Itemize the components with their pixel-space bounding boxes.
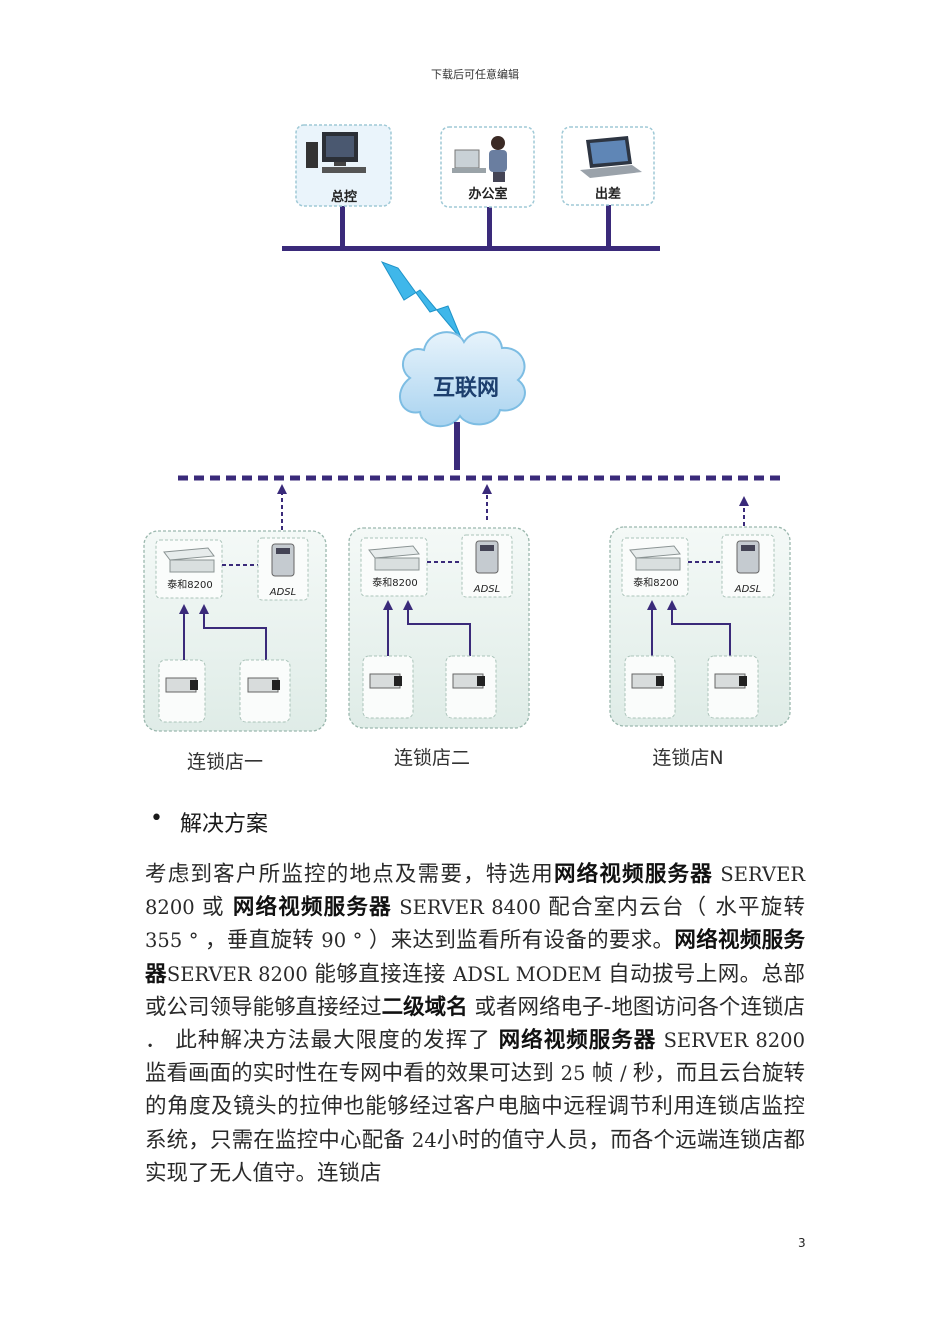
page-number: 3 <box>798 1236 806 1250</box>
store-name: 连锁店二 <box>394 747 470 769</box>
paragraph-run: 考虑到客户所监控的地点及需要，特选用 <box>145 862 554 887</box>
internet-cloud: 互联网 <box>400 332 525 426</box>
paragraph-run: ）来达到监看所有设备的要求。 <box>369 928 674 953</box>
emphasis-text: 网络视频服务器 <box>499 1028 657 1053</box>
camera-icon <box>166 678 198 692</box>
network-diagram: 总控 办公室 出差 互联网 <box>0 0 950 800</box>
node-business-trip: 出差 <box>562 127 654 205</box>
paragraph-run: SERVER 8200 <box>167 963 314 986</box>
node-label-trip: 出差 <box>595 186 621 202</box>
server-label: 泰和8200 <box>167 578 212 591</box>
paragraph-run: 帧 <box>592 1061 620 1086</box>
paragraph-run: 或 <box>202 895 233 920</box>
paragraph-run: 355 ° <box>145 929 205 952</box>
camera-icon <box>453 674 485 688</box>
server-label: 泰和8200 <box>372 576 417 589</box>
node-label-control: 总控 <box>331 189 357 205</box>
server-label: 泰和8200 <box>633 576 678 589</box>
node-label-office: 办公室 <box>468 186 507 202</box>
emphasis-text: 网络视频服务器 <box>233 895 392 920</box>
paragraph-run: SERVER 8400 <box>392 896 548 919</box>
emphasis-text: 网络视频服务器 <box>554 862 713 887</box>
camera-icon <box>370 674 402 688</box>
body-paragraph: 考虑到客户所监控的地点及需要，特选用网络视频服务器 SERVER 8200 或 … <box>145 858 805 1190</box>
paragraph-run: 25 <box>561 1062 592 1085</box>
section-heading: 解决方案 <box>180 806 268 838</box>
adsl-modem-icon <box>272 544 294 576</box>
uplink-arrows <box>277 484 749 530</box>
node-control-center: 总控 <box>296 125 391 206</box>
cloud-label: 互联网 <box>433 376 499 401</box>
store-name: 连锁店N <box>652 747 723 769</box>
node-office: 办公室 <box>441 127 534 207</box>
paragraph-run: 90 ° <box>321 929 369 952</box>
adsl-modem-icon <box>476 541 498 573</box>
paragraph-run: 监看画面的实时性在专网中看的效果可达到 <box>145 1061 561 1086</box>
paragraph-run: ADSL MODEM <box>453 963 608 986</box>
paragraph-run: 配合室内云台（ 水平旋转 <box>548 895 805 920</box>
modem-label: ADSL <box>473 584 500 595</box>
store-name: 连锁店一 <box>187 751 263 773</box>
camera-icon <box>248 678 280 692</box>
store-1: 泰和8200 ADSL 连锁店一 <box>144 531 326 773</box>
adsl-modem-icon <box>737 541 759 573</box>
video-server-icon <box>164 548 214 572</box>
paragraph-run: / <box>620 1062 633 1085</box>
video-server-icon <box>630 546 680 570</box>
bullet-icon: • <box>150 806 163 831</box>
store-2: 泰和8200 ADSL 连锁店二 <box>349 528 529 769</box>
emphasis-text: 二级域名 <box>382 995 468 1020</box>
store-n: 泰和8200 ADSL 连锁店N <box>610 527 790 769</box>
paragraph-run: 24 <box>412 1129 437 1152</box>
paragraph-run: 能够直接连接 <box>314 962 453 987</box>
paragraph-run: ，垂直旋转 <box>205 928 321 953</box>
wireless-link-icon <box>382 262 462 340</box>
paragraph-run: SERVER 8200 <box>656 1029 805 1052</box>
modem-label: ADSL <box>734 584 761 595</box>
modem-label: ADSL <box>269 587 296 598</box>
video-server-icon <box>369 546 419 570</box>
camera-icon <box>632 674 664 688</box>
camera-icon <box>715 674 747 688</box>
